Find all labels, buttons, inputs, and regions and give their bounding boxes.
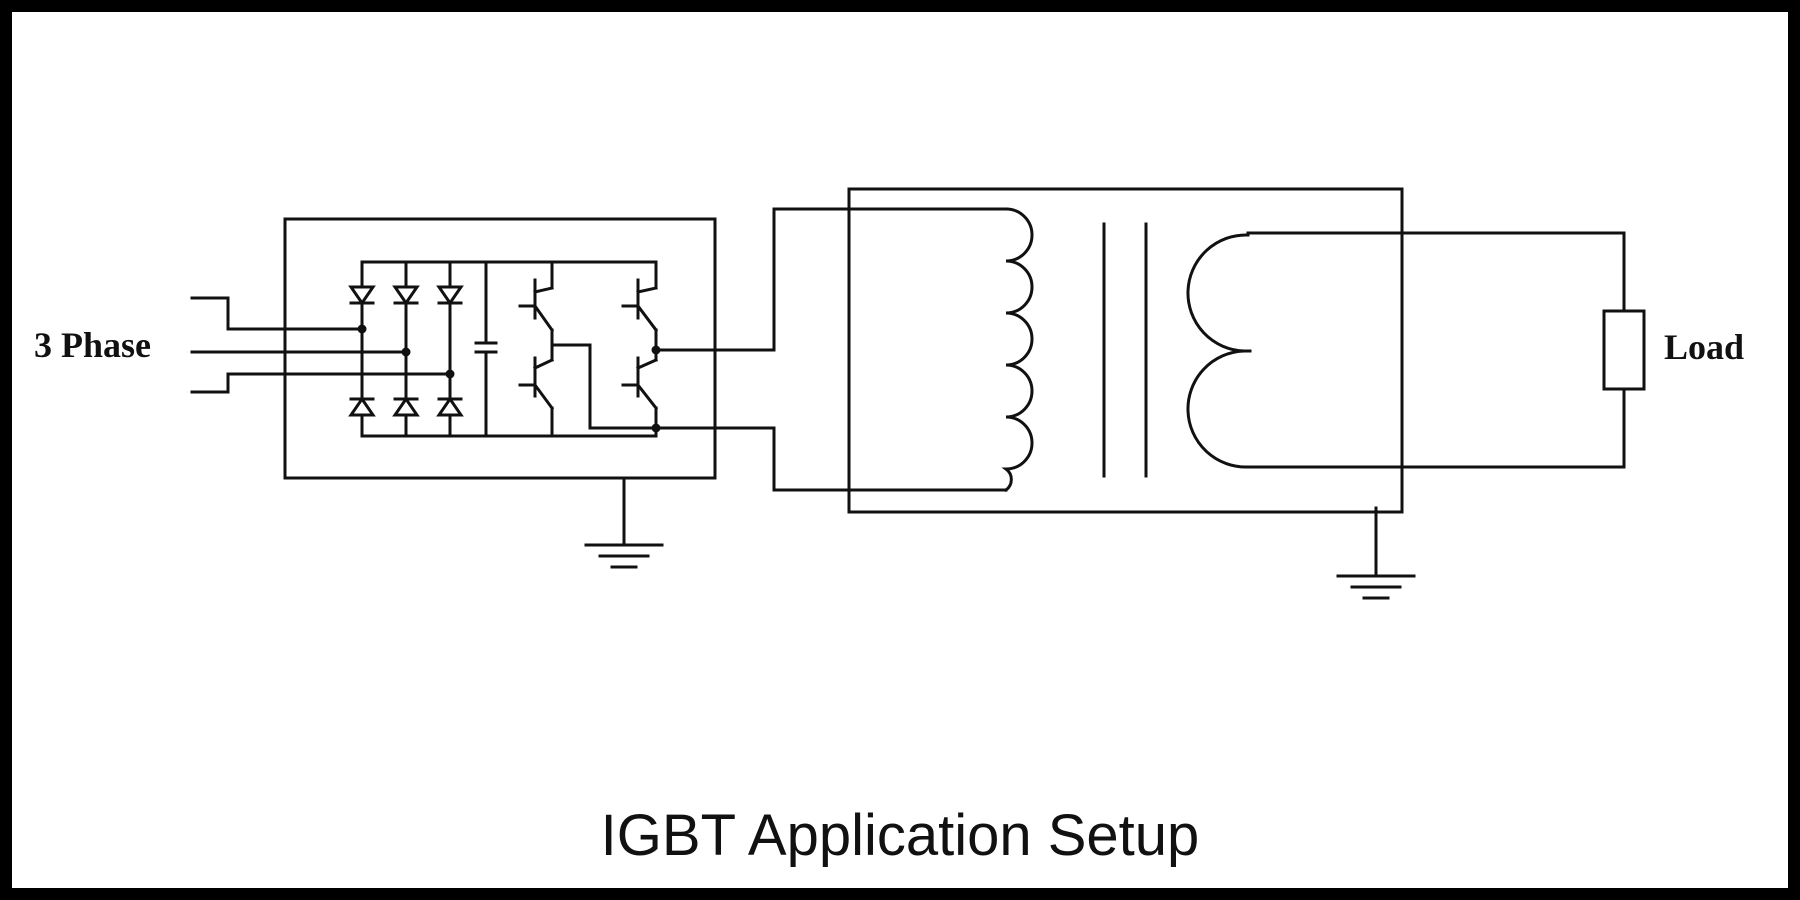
diagram-frame: 3 Phase — [12, 12, 1788, 888]
inverter-module-box — [283, 217, 717, 480]
three-phase-label: 3 Phase — [34, 325, 151, 365]
transformer-icon — [1001, 207, 1626, 493]
diode-icon — [348, 285, 376, 306]
ground-icon — [1336, 506, 1416, 600]
rectifier-bridge — [348, 260, 658, 438]
ground-icon — [584, 476, 664, 569]
diode-icon — [392, 285, 420, 306]
igbt-icon — [621, 348, 659, 438]
igbt-icon — [518, 343, 555, 438]
igbt-icon — [518, 260, 555, 347]
diode-icon — [392, 396, 420, 417]
figure-caption: IGBT Application Setup — [600, 803, 1200, 868]
diode-icon — [348, 396, 376, 417]
igbt-bridge — [518, 260, 661, 438]
resistor-icon — [1602, 231, 1646, 469]
phase-input-wires — [190, 296, 455, 394]
transformer-enclosure — [847, 187, 1404, 514]
load-label: Load — [1664, 327, 1744, 367]
circuit-diagram: 3 Phase — [34, 187, 1744, 600]
primary-wires — [654, 207, 1008, 492]
diode-icon — [436, 396, 464, 417]
diode-icon — [436, 285, 464, 306]
capacitor-icon — [474, 260, 498, 438]
igbt-icon — [621, 260, 659, 352]
